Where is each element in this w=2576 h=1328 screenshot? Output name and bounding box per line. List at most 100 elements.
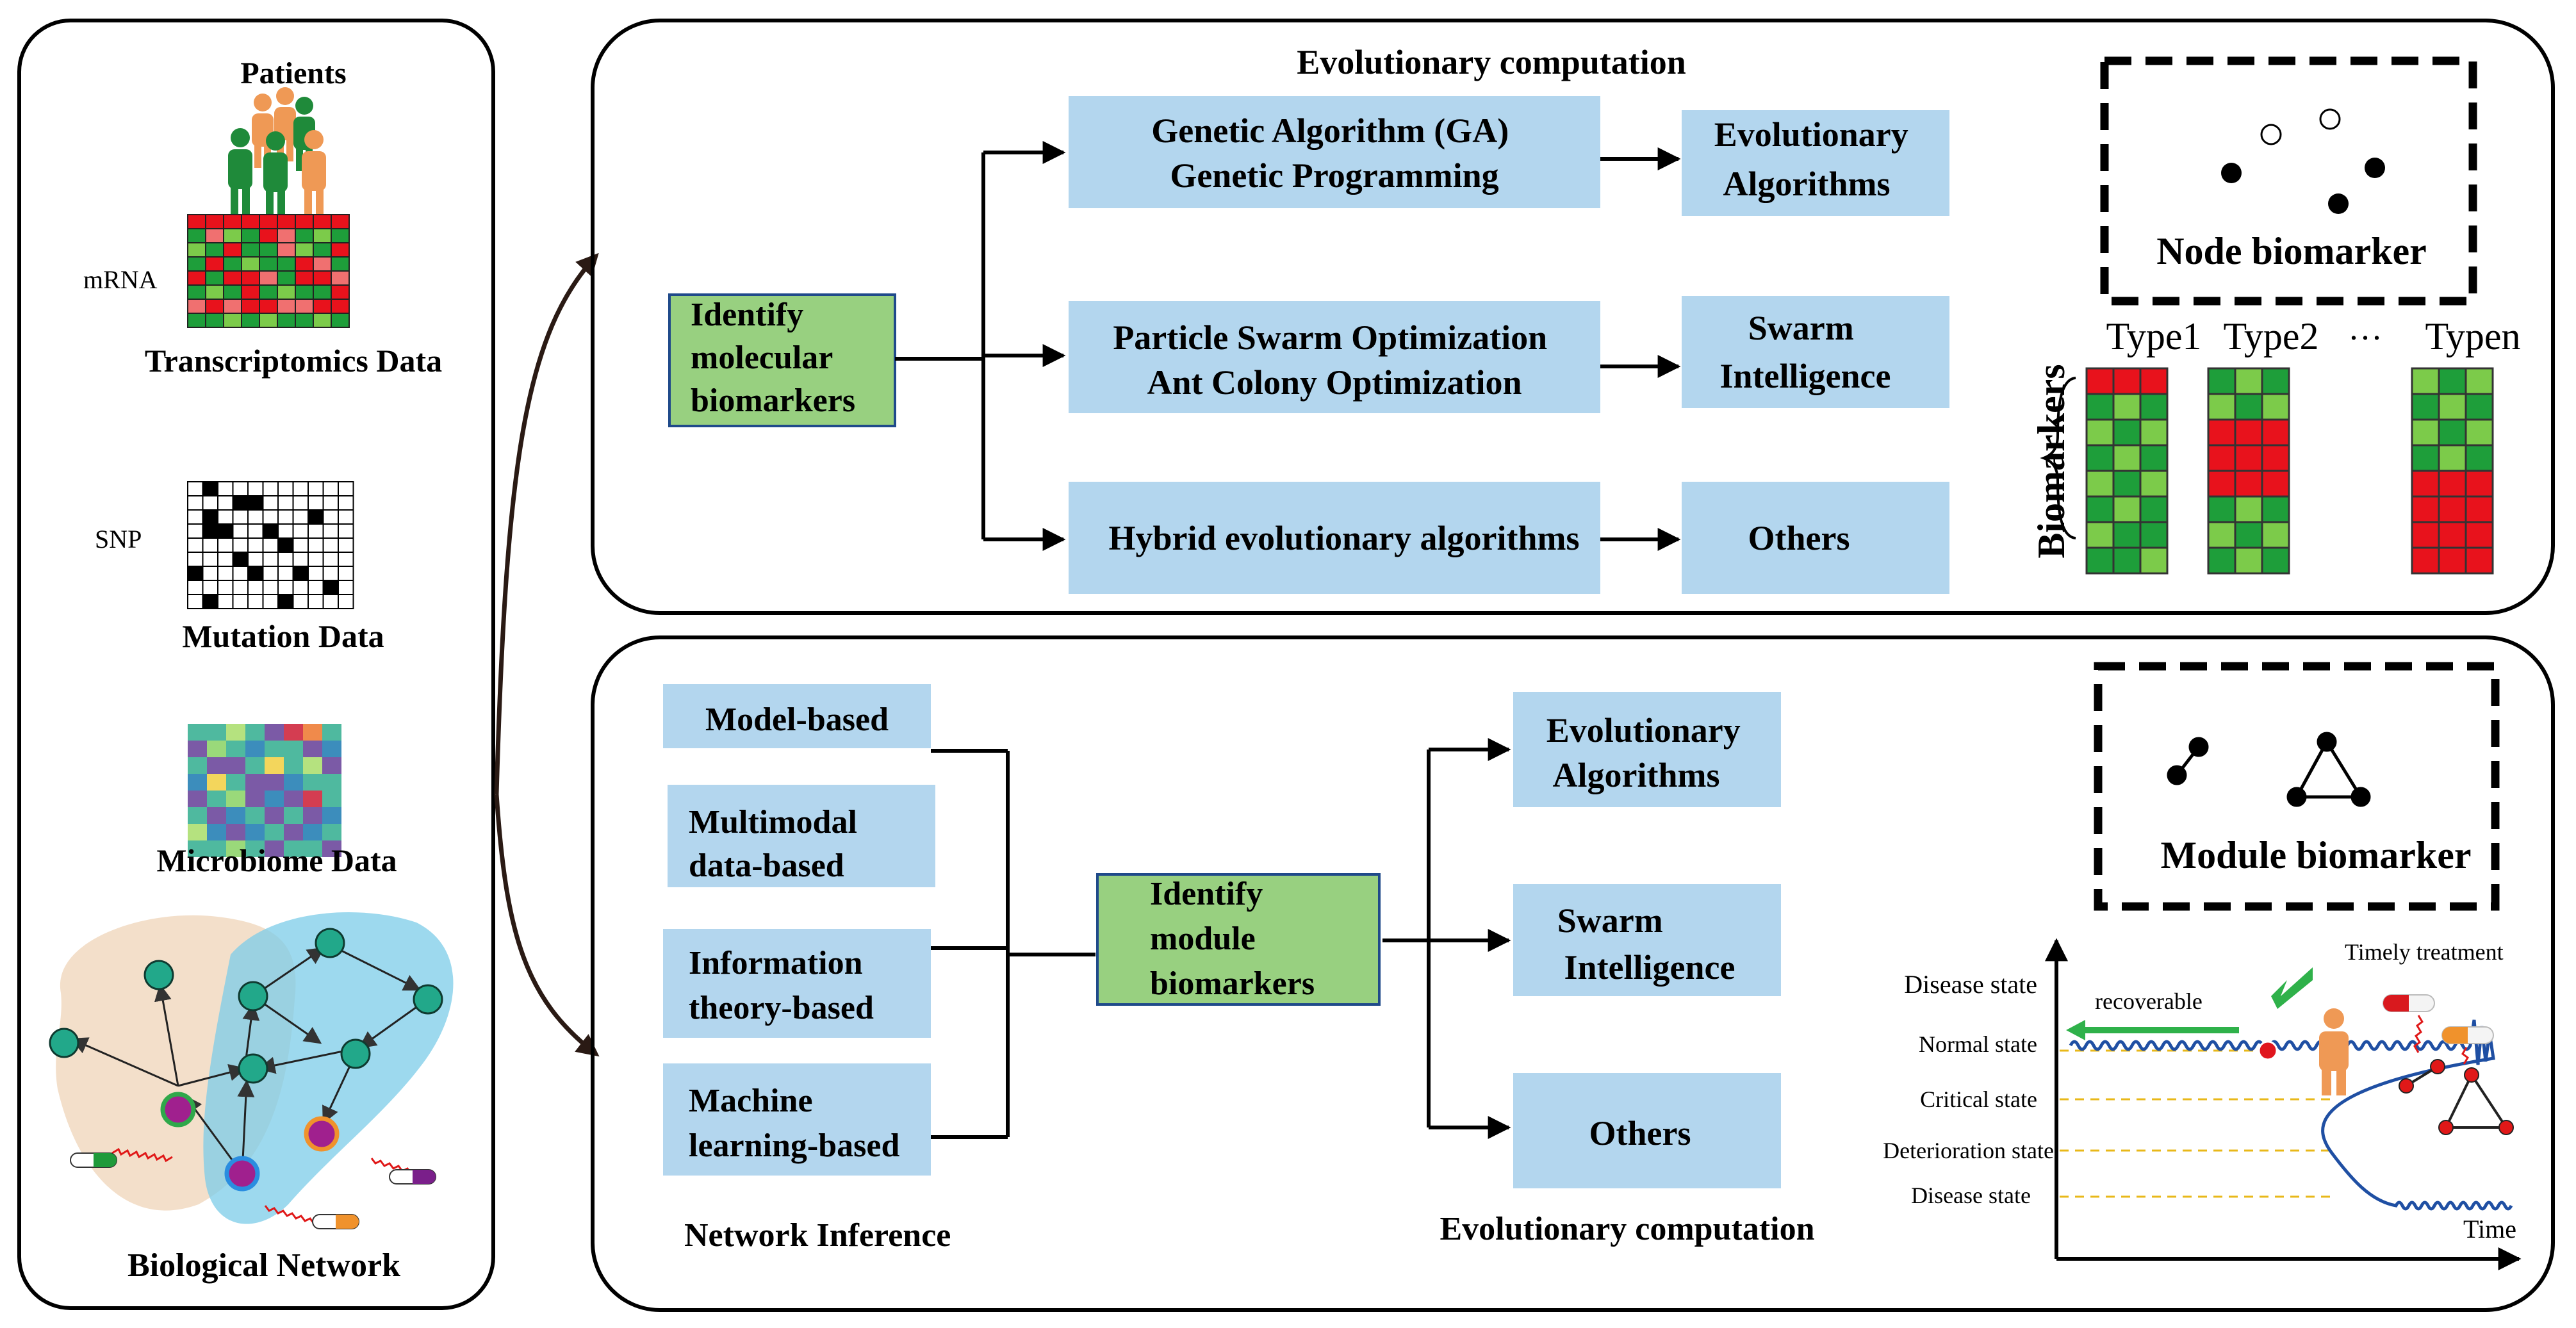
type-label: ··· — [2348, 318, 2383, 357]
microbiome-cell — [226, 807, 245, 824]
type-label: Typen — [2425, 315, 2520, 357]
biomarker-cell — [2411, 367, 2440, 395]
biomarker-cell — [2261, 444, 2290, 472]
microbiome-cell — [207, 724, 226, 741]
snp-cell — [217, 537, 234, 553]
snp-cell — [187, 537, 204, 553]
snp-cell — [322, 537, 339, 553]
heatmap-cell — [313, 228, 332, 243]
microbiome-cell — [284, 824, 303, 840]
microbiome-cell — [265, 741, 284, 757]
microbiome-cell — [207, 807, 226, 824]
snp-cell — [217, 594, 234, 609]
heatmap-cell — [331, 270, 350, 286]
microbiome-cell — [265, 807, 284, 824]
heatmap-cell — [277, 214, 296, 229]
microbiome-cell — [303, 724, 322, 741]
microbiome-cell — [322, 807, 341, 824]
biomarker-cell — [2139, 495, 2169, 523]
microbiome-cell — [188, 807, 207, 824]
heatmap-cell — [259, 299, 278, 314]
heatmap-cell — [313, 242, 332, 258]
biomarker-cell — [2411, 444, 2440, 472]
biomarker-cell — [2438, 444, 2467, 472]
microbiome-cell — [322, 757, 341, 774]
heatmap-cell — [223, 242, 242, 258]
biomarker-cell — [2411, 393, 2440, 421]
microbiome-cell — [322, 774, 341, 791]
heatmap-cell — [295, 284, 314, 300]
biomarker-cell — [2139, 521, 2169, 549]
method-box-hybrid-text: Hybrid evolutionary algorithms — [1108, 519, 1579, 557]
left-panel: Patients mRNA Transcriptomics Data SNP — [17, 19, 495, 1310]
biomarker-cell — [2465, 444, 2494, 472]
patients-icon — [228, 87, 326, 215]
microbiome-cell — [245, 774, 265, 791]
identify-molecular-box — [668, 293, 896, 427]
biomarker-cell — [2234, 393, 2263, 421]
snp-cell — [202, 537, 218, 553]
mrna-label: mRNA — [83, 265, 158, 294]
module-biomarker-box — [2094, 662, 2500, 911]
heatmap-cell — [259, 256, 278, 272]
category-box-others — [1682, 482, 1949, 594]
snp-cell — [322, 509, 339, 525]
snp-cell — [277, 509, 294, 525]
snp-cell — [338, 495, 354, 511]
microbiome-cell — [284, 774, 303, 791]
snp-cell — [187, 580, 204, 595]
snp-cell — [308, 509, 324, 525]
snp-cell — [202, 523, 218, 539]
node-mutated-b — [224, 1156, 260, 1192]
snp-cell — [322, 495, 339, 511]
microbiome-cell — [303, 774, 322, 791]
heatmap-cell — [223, 256, 242, 272]
top-panel-frame — [591, 19, 2555, 615]
microbiome-cell — [245, 791, 265, 807]
biomarker-cell — [2465, 521, 2494, 549]
snp-cell — [232, 594, 249, 609]
snp-cell — [202, 509, 218, 525]
heatmap-cell — [277, 299, 296, 314]
snp-cell — [247, 537, 264, 553]
bottom-panel-frame — [591, 635, 2555, 1312]
disease-state-chart: Disease state Normal state Critical stat… — [1883, 938, 2522, 1270]
heatmap-cell — [223, 214, 242, 229]
biomarker-cell — [2207, 495, 2236, 523]
microbiome-cell — [207, 791, 226, 807]
state-label: Critical state — [1920, 1086, 2037, 1112]
microbiome-cell — [265, 724, 284, 741]
microbiome-cell — [284, 791, 303, 807]
biomarker-cell — [2207, 393, 2236, 421]
biomarker-cell — [2261, 393, 2290, 421]
snp-cell — [322, 580, 339, 595]
snp-cell — [232, 537, 249, 553]
inference-box-multimodal — [668, 785, 935, 887]
snp-cell — [232, 495, 249, 511]
network-inference-label: Network Inference — [684, 1217, 951, 1254]
snp-cell — [322, 552, 339, 567]
node-mutated-a — [160, 1092, 196, 1127]
biomarker-cell — [2438, 521, 2467, 549]
critical-point — [2258, 1040, 2278, 1061]
heatmap-cell — [295, 228, 314, 243]
inference-box-model-text: Model-based — [705, 701, 889, 738]
heatmap-cell — [331, 313, 350, 328]
microbiome-cell — [303, 757, 322, 774]
biomarker-cell — [2411, 546, 2440, 575]
biomarker-cell — [2085, 470, 2115, 498]
snp-cell — [217, 566, 234, 581]
snp-cell — [262, 523, 279, 539]
biomarker-cell — [2411, 495, 2440, 523]
snp-cell — [308, 537, 324, 553]
heatmap-cell — [205, 313, 224, 328]
mrna-heatmap — [187, 214, 350, 328]
heatmap-cell — [187, 284, 206, 300]
biomarker-cell — [2261, 495, 2290, 523]
snp-cell — [202, 594, 218, 609]
heatmap-cell — [313, 270, 332, 286]
snp-cell — [322, 566, 339, 581]
biomarker-cell — [2112, 521, 2142, 549]
snp-cell — [262, 580, 279, 595]
inference-box-information — [663, 929, 931, 1038]
